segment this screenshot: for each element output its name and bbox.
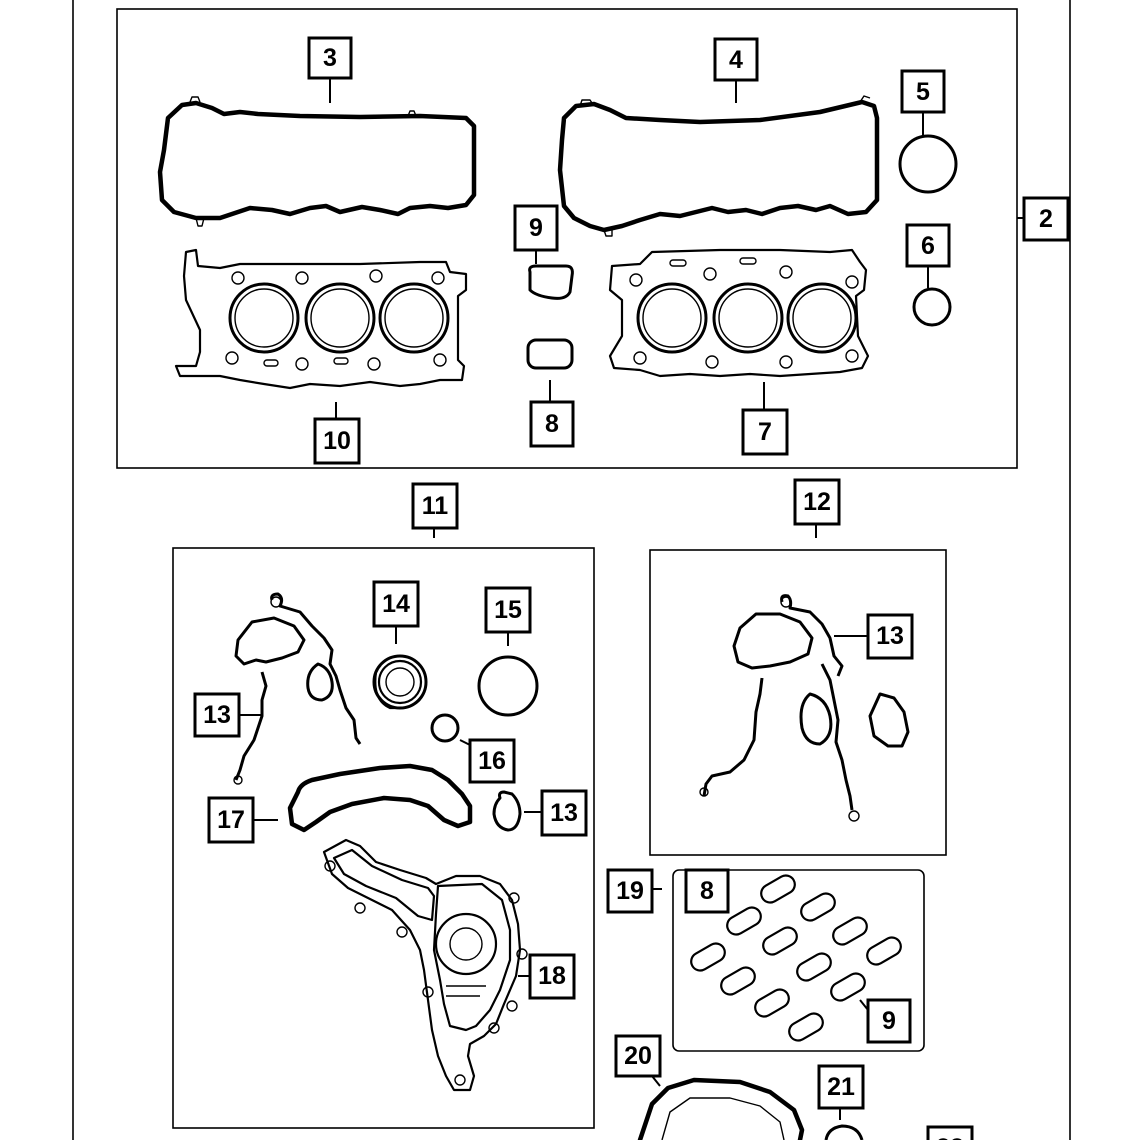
valve-cover-gasket-right [557, 99, 880, 233]
callout-13-right: 13 [540, 789, 588, 837]
svg-text:12: 12 [803, 488, 831, 516]
callout-20: 20 [614, 1034, 662, 1078]
crankshaft-seal [372, 654, 428, 710]
callout-13-left: 13 [193, 692, 241, 738]
timing-gasket-dowel-2 [233, 775, 243, 785]
callout-11: 11 [411, 482, 459, 530]
svg-text:3: 3 [323, 44, 337, 72]
callout-5: 5 [900, 69, 946, 114]
svg-text:19: 19 [616, 877, 644, 905]
cylinder-head-gasket-right [608, 248, 870, 378]
callout-8: 8 [529, 400, 575, 448]
o-ring-timing-large [477, 655, 539, 717]
timing-cover-gasket-left [234, 592, 362, 781]
svg-text:13: 13 [876, 622, 904, 650]
svg-text:20: 20 [624, 1042, 652, 1070]
callout-17: 17 [207, 796, 255, 844]
seal-oval-timing [492, 790, 522, 832]
filter-adapter-seal [824, 1124, 864, 1140]
valve-cover-gasket-left-detail [189, 96, 417, 227]
timing-gasket-dowel-1 [270, 596, 282, 608]
svg-text:16: 16 [478, 747, 506, 775]
callout-4: 4 [713, 37, 759, 82]
callout-15: 15 [484, 586, 532, 634]
svg-text:8: 8 [700, 877, 714, 905]
svg-text:7: 7 [758, 418, 772, 446]
callout-3: 3 [307, 36, 353, 80]
seal-oval-upper [528, 264, 574, 300]
intake-port-gaskets [690, 874, 902, 1042]
o-ring-small [912, 287, 952, 327]
front-cover-dowel-2 [699, 787, 709, 797]
callout-7: 7 [741, 408, 789, 456]
timing-cover-kit-frame [172, 547, 595, 1129]
svg-text:17: 17 [217, 806, 245, 834]
svg-text:13: 13 [550, 799, 578, 827]
valve-cover-gasket-left [157, 100, 477, 221]
svg-text:21: 21 [827, 1073, 855, 1101]
cylinder-head-gasket-left [174, 248, 468, 390]
svg-text:22: 22 [936, 1134, 964, 1140]
svg-text:18: 18 [538, 962, 566, 990]
water-pump-housing-gasket [287, 763, 473, 833]
callout-2: 2 [1022, 196, 1070, 242]
o-ring-timing-small [430, 713, 460, 743]
callout-6: 6 [905, 223, 951, 268]
callout-16: 16 [468, 738, 516, 784]
callout-12: 12 [793, 478, 841, 526]
svg-text:6: 6 [921, 232, 935, 260]
gasket-rect-upper [526, 338, 574, 370]
svg-text:11: 11 [422, 492, 449, 520]
svg-text:2: 2 [1039, 205, 1053, 233]
upper-gasket-kit-frame [116, 8, 1018, 469]
svg-text:10: 10 [323, 427, 351, 455]
svg-text:8: 8 [545, 410, 559, 438]
callout-19: 19 [606, 868, 654, 914]
valve-cover-gasket-right-detail [579, 95, 871, 237]
callout-8-intake: 8 [684, 868, 730, 914]
intake-gasket-kit-frame [672, 869, 925, 1052]
water-pump-assembly [322, 838, 528, 1092]
callout-22: 22 [926, 1125, 974, 1140]
svg-text:14: 14 [382, 590, 410, 618]
oil-pan-gasket-inner [661, 1097, 785, 1140]
front-cover-kit-frame [649, 549, 947, 856]
front-cover-dowel-1 [780, 596, 792, 608]
svg-text:5: 5 [916, 78, 930, 106]
callout-9: 9 [513, 204, 559, 252]
svg-text:15: 15 [494, 596, 522, 624]
callout-9-intake: 9 [866, 998, 912, 1044]
callout-10: 10 [313, 417, 361, 465]
callout-14: 14 [372, 580, 420, 628]
svg-text:9: 9 [882, 1007, 896, 1035]
svg-text:4: 4 [729, 46, 743, 74]
callout-13-front-cover: 13 [866, 613, 914, 660]
svg-text:9: 9 [529, 214, 543, 242]
callout-18: 18 [528, 953, 576, 1000]
callout-21: 21 [817, 1064, 865, 1110]
front-cover-dowel-3 [848, 810, 860, 822]
oil-pan-gasket [637, 1077, 805, 1140]
svg-text:13: 13 [203, 701, 231, 729]
o-ring-large [898, 134, 958, 194]
